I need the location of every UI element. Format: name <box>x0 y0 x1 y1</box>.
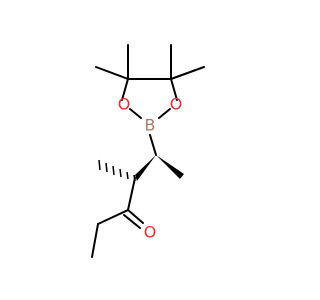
atom-label-ring-oxygen-left: O <box>118 95 131 114</box>
bond-methyl-c5-right <box>170 66 205 80</box>
bond-ring-c4-o-left <box>121 78 129 101</box>
bond-c4-c3 <box>127 177 136 211</box>
atom-labels: B O O O <box>118 95 183 242</box>
bond-carbonyl-1 <box>127 209 144 224</box>
atom-label-ring-oxygen-right: O <box>170 95 183 114</box>
hash-bond-c4-methyl <box>98 159 136 182</box>
atom-label-carbonyl-oxygen: O <box>144 223 157 242</box>
skeleton-bonds <box>91 44 205 258</box>
wedge-bond-c5-c4 <box>135 155 156 181</box>
molecule-structure: B O O O <box>91 44 205 258</box>
bond-carbonyl-2 <box>123 214 141 229</box>
stereo-bonds <box>98 155 184 182</box>
bond-ring-c5-o-right <box>170 78 178 101</box>
bond-c2-c1 <box>91 223 99 258</box>
bond-b-c5chain <box>149 134 157 156</box>
bond-c3-c2 <box>97 209 129 225</box>
atom-label-boron: B <box>145 116 156 135</box>
bond-ring-o-left-b <box>129 108 142 119</box>
bond-methyl-c4-left <box>95 66 129 80</box>
wedge-bond-c5-methyl <box>156 155 184 179</box>
bond-ring-o-right-b <box>158 108 171 119</box>
